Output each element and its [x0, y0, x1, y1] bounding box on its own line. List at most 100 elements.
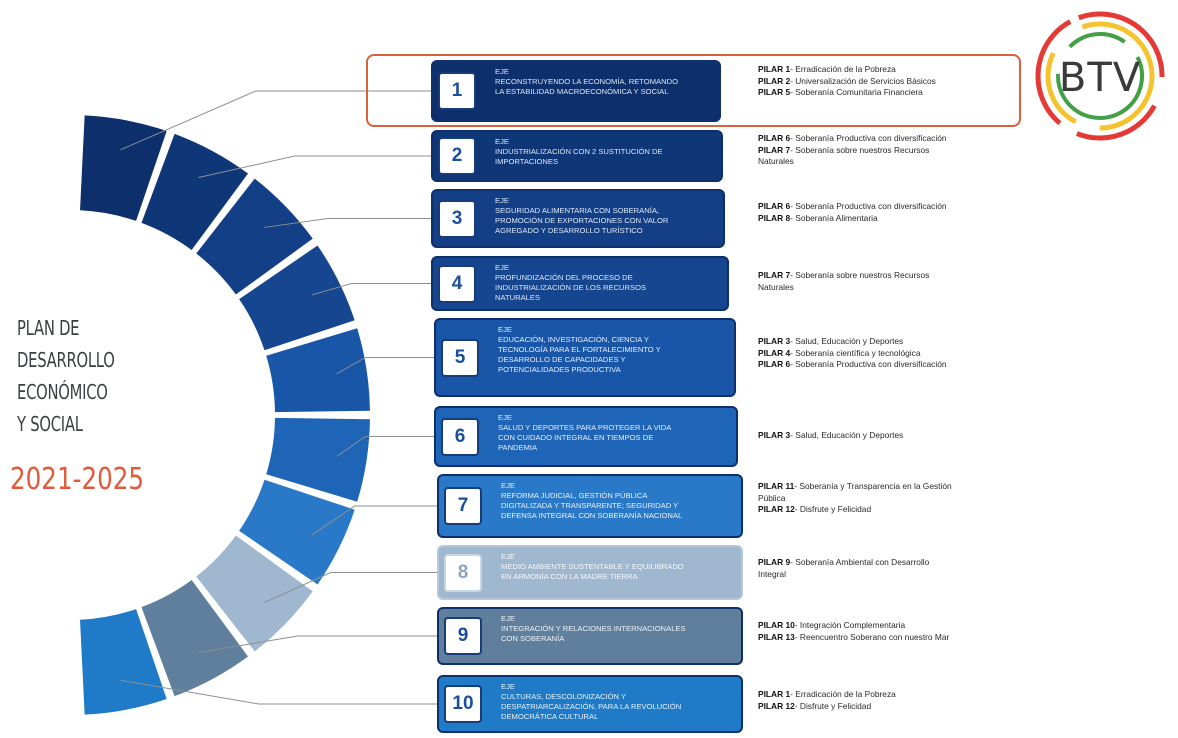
- pilar-item: Naturales: [758, 282, 929, 294]
- pilar-label: PILAR 8: [758, 212, 791, 223]
- pilar-label: PILAR 10: [758, 620, 795, 630]
- pilar-item: PILAR 5- Soberanía Comunitaria Financier…: [758, 87, 936, 99]
- circle-title-line-2: DESARROLLO: [17, 348, 115, 372]
- axis-title-line: EJE: [495, 137, 509, 146]
- pilar-text: - Soberanía Productiva con diversificaci…: [790, 359, 947, 369]
- circle-title-line-3: ECONÓMICO: [17, 380, 108, 404]
- connector-line-7: [311, 505, 437, 536]
- axis-title-line: IMPORTACIONES: [495, 157, 559, 166]
- axis-title-line: PROFUNDIZACIÓN DEL PROCESO DE: [495, 273, 633, 282]
- axis-title-line: EJE: [495, 263, 509, 272]
- axis-title-line: CON CUIDADO INTEGRAL EN TIEMPOS DE: [498, 433, 654, 442]
- axis-title-line: SALUD Y DEPORTES PARA PROTEGER LA VIDA: [498, 423, 672, 432]
- ring-segment-5: [266, 328, 370, 413]
- pilar-text: Naturales: [758, 156, 794, 166]
- axis-title-line: DESPATRIARCALIZACIÓN, PARA LA REVOLUCIÓN: [501, 702, 682, 711]
- ring-segment-1: [80, 115, 167, 221]
- btv-logo-text: BTV: [1058, 55, 1142, 101]
- pilar-text: - Erradicación de la Pobreza: [790, 689, 896, 699]
- pilar-label: PILAR 7: [758, 144, 791, 155]
- pilar-text: - Salud, Educación y Deportes: [790, 336, 904, 346]
- pilar-text: - Salud, Educación y Deportes: [790, 430, 904, 440]
- connector-line-6: [336, 436, 434, 457]
- pilar-label: PILAR 12: [758, 700, 795, 711]
- axis-number: 1: [438, 72, 476, 110]
- pilar-label: PILAR 4: [758, 347, 791, 358]
- axis-title-line: DEFENSA INTEGRAL CON SOBERANÍA NACIONAL: [501, 511, 683, 520]
- pilares-list-4: PILAR 7- Soberanía sobre nuestros Recurs…: [758, 270, 929, 293]
- pilar-item: PILAR 4- Soberanía científica y tecnológ…: [758, 348, 947, 360]
- btv-logo: [1035, 11, 1165, 141]
- pilar-label: PILAR 3: [758, 336, 791, 346]
- pilares-list-8: PILAR 9- Soberanía Ambiental con Desarro…: [758, 557, 929, 580]
- pilar-text: - Erradicación de la Pobreza: [790, 64, 896, 74]
- ring-segment-2: [141, 133, 249, 250]
- pilar-item: PILAR 1- Erradicación de la Pobreza: [758, 64, 936, 76]
- axis-number: 9: [444, 617, 482, 655]
- axis-title-line: EJE: [501, 481, 515, 490]
- axis-title-line: TECNOLOGÍA PARA EL FORTALECIMIENTO Y: [498, 345, 661, 354]
- ring-inner-disc: [0, 212, 273, 618]
- pilar-item: PILAR 12- Disfrute y Felicidad: [758, 504, 952, 516]
- pilar-item: PILAR 9- Soberanía Ambiental con Desarro…: [758, 557, 929, 569]
- connector-line-3: [264, 218, 431, 228]
- axis-title-line: NATURALES: [495, 293, 541, 302]
- axis-title-line: PROMOCIÓN DE EXPORTACIONES CON VALOR: [495, 216, 669, 225]
- axis-title-line: DEMOCRÁTICA CULTURAL: [501, 712, 599, 721]
- axis-title-line: AGREGADO Y DESARROLLO TURÍSTICO: [495, 226, 643, 235]
- axis-title-line: INTEGRACIÓN Y RELACIONES INTERNACIONALES: [501, 624, 686, 633]
- connector-line-10: [120, 679, 437, 705]
- axis-title-line: DESARROLLO DE CAPACIDADES Y: [498, 355, 626, 364]
- pilar-text: - Soberanía Productiva con diversificaci…: [790, 133, 947, 143]
- axis-title-line: DIGITALIZADA Y TRANSPARENTE; SEGURIDAD Y: [501, 501, 679, 510]
- axis-title-line: EN ARMONÍA CON LA MADRE TIERRA: [501, 572, 638, 581]
- axis-title-line: REFORMA JUDICIAL, GESTIÓN PÚBLICA: [501, 491, 648, 500]
- axis-title-line: RECONSTRUYENDO LA ECONOMÍA, RETOMANDO: [495, 77, 678, 86]
- pilar-label: PILAR 3: [758, 430, 791, 440]
- axis-title-line: PANDEMIA: [498, 443, 538, 452]
- axis-title-line: EJE: [501, 614, 515, 623]
- pilares-list-6: PILAR 3- Salud, Educación y Deportes: [758, 430, 903, 442]
- pilar-item: PILAR 2- Universalización de Servicios B…: [758, 76, 936, 88]
- pilar-item: PILAR 1- Erradicación de la Pobreza: [758, 689, 896, 701]
- pilar-item: PILAR 11- Soberanía y Transparencia en l…: [758, 481, 952, 493]
- axis-title-line: EJE: [501, 552, 515, 561]
- axis-number: 4: [438, 264, 476, 303]
- ring-segment-10: [80, 609, 167, 715]
- circle-title: PLAN DE DESARROLLO ECONÓMICO Y SOCIAL: [17, 312, 132, 440]
- pilares-list-7: PILAR 11- Soberanía y Transparencia en l…: [758, 481, 952, 516]
- connector-line-8: [264, 572, 437, 604]
- pilar-text: - Reencuentro Soberano con nuestro Mar: [794, 631, 950, 642]
- axis-number: 10: [444, 685, 482, 723]
- pilar-label: PILAR 9: [758, 557, 791, 567]
- pilar-text: Naturales: [758, 281, 794, 292]
- axis-title-line: EJE: [501, 682, 515, 691]
- pilar-text: - Soberanía y Transparencia en la Gestió…: [794, 481, 952, 491]
- circle-title-line-1: PLAN DE: [17, 316, 80, 340]
- axis-title-line: EJE: [498, 413, 512, 422]
- pilar-item: Naturales: [758, 156, 947, 168]
- pilar-text: - Integración Complementaria: [794, 620, 906, 630]
- pilar-item: PILAR 3- Salud, Educación y Deportes: [758, 336, 947, 348]
- pilar-item: PILAR 6- Soberanía Productiva con divers…: [758, 201, 947, 213]
- pilar-text: Integral: [758, 568, 786, 579]
- pilar-text: - Soberanía Productiva con diversificaci…: [790, 201, 947, 211]
- pilar-text: - Disfrute y Felicidad: [794, 700, 872, 711]
- pilar-item: PILAR 12- Disfrute y Felicidad: [758, 701, 896, 713]
- axis-number: 8: [444, 553, 482, 592]
